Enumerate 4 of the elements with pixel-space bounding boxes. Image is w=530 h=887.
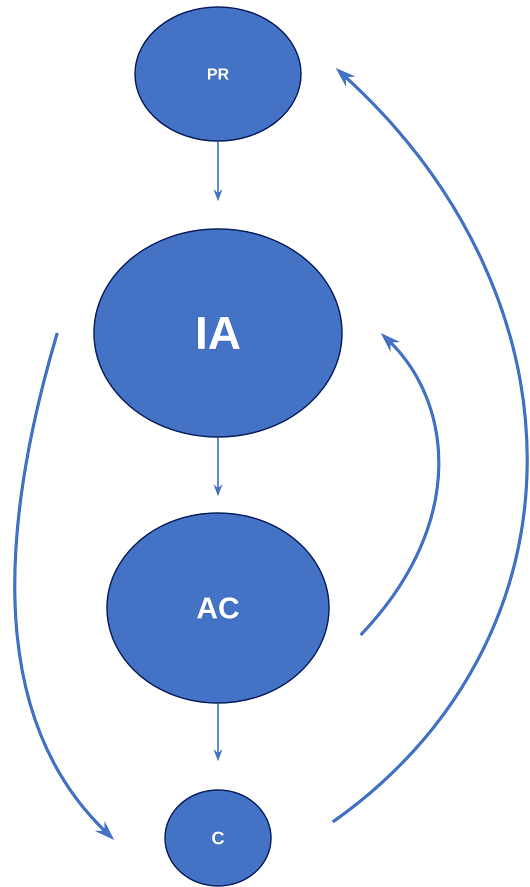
ellipse-node: AC [106, 512, 330, 704]
ellipse-node: PR [134, 6, 302, 142]
ellipse-node: C [164, 789, 272, 887]
ellipse-node: IA [93, 228, 343, 438]
